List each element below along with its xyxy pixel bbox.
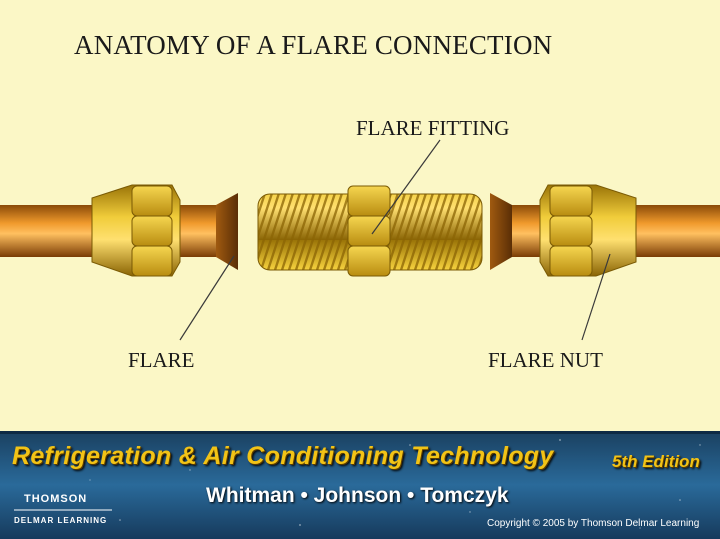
book-edition: 5th Edition <box>612 452 700 471</box>
left-flare-nut <box>91 184 181 277</box>
label-flare: FLARE <box>128 348 195 372</box>
label-flare-nut: FLARE NUT <box>488 348 603 372</box>
book-authors: Whitman • Johnson • Tomczyk <box>206 484 509 507</box>
copyright-notice: Copyright © 2005 by Thomson Delmar Learn… <box>487 518 700 529</box>
publisher-name: THOMSON <box>24 493 88 505</box>
banner-stars <box>39 439 701 529</box>
leader-flare <box>179 255 235 341</box>
right-flare-nut <box>539 184 637 277</box>
leader-flare-nut <box>581 253 611 341</box>
banner-background <box>0 431 720 539</box>
leader-flare-fitting <box>371 139 441 235</box>
flare-fitting <box>257 185 483 277</box>
left-flare <box>216 193 238 270</box>
slide-title: ANATOMY OF A FLARE CONNECTION <box>74 30 553 60</box>
right-flare <box>490 193 512 270</box>
label-flare-fitting: FLARE FITTING <box>356 116 510 140</box>
book-title: Refrigeration & Air Conditioning Technol… <box>12 442 554 470</box>
publisher-imprint: DELMAR LEARNING <box>14 516 108 525</box>
